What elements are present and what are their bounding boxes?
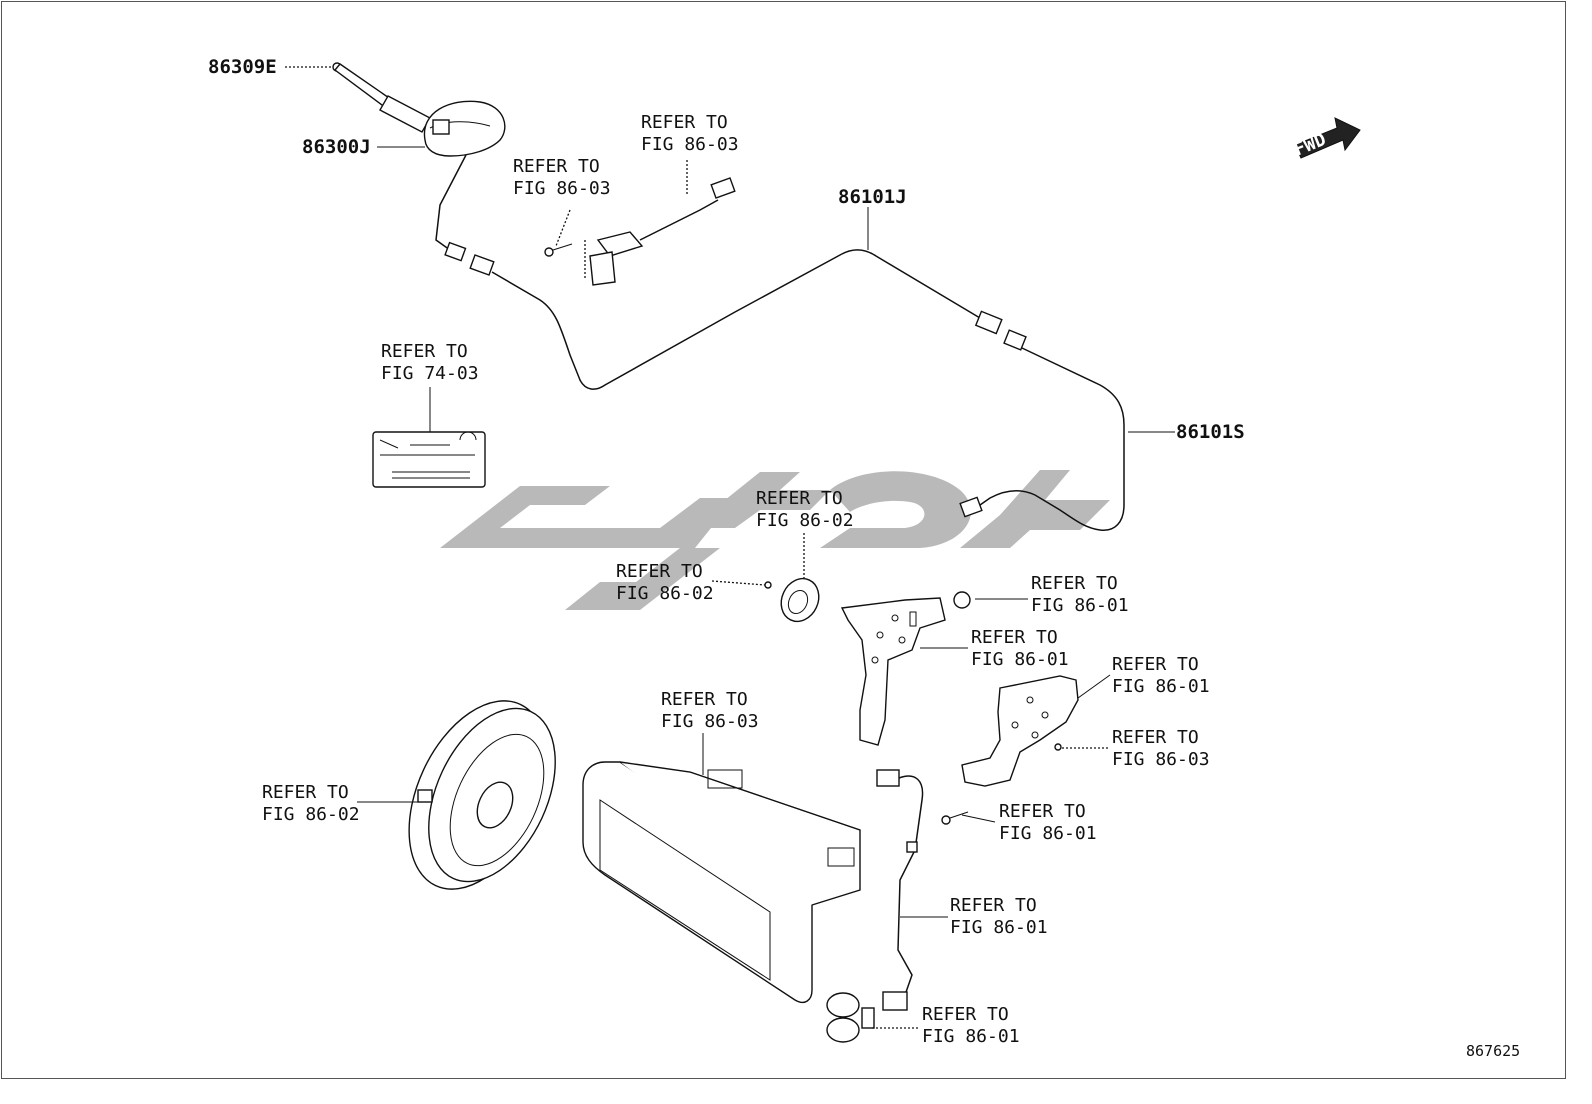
- refer-label-line1: REFER TO: [999, 801, 1086, 822]
- refer-label-line1: REFER TO: [262, 782, 349, 803]
- refer-label-line1: REFER TO: [971, 627, 1058, 648]
- figure-number: 867625: [1466, 1042, 1520, 1060]
- refer-label-line2: FIG 86-03: [641, 134, 739, 155]
- leader-lines: [285, 66, 1175, 1029]
- antenna-connector-pair: [444, 241, 495, 276]
- diagram-border: [1, 1, 1566, 1079]
- refer-label-line2: FIG 86-02: [756, 510, 854, 531]
- refer-label-line1: REFER TO: [641, 112, 728, 133]
- refer-label-line2: FIG 86-03: [513, 178, 611, 199]
- part-number-86300J: 86300J: [302, 136, 371, 158]
- refer-label-line2: FIG 86-01: [1031, 595, 1129, 616]
- refer-label-line2: FIG 86-02: [616, 583, 714, 604]
- refer-label-line2: FIG 86-02: [262, 804, 360, 825]
- part-number-86309E: 86309E: [208, 56, 277, 78]
- label-plate: [372, 431, 486, 488]
- tweeter-speaker: [764, 577, 820, 623]
- refer-label-line1: REFER TO: [381, 341, 468, 362]
- refer-label-line2: FIG 86-01: [999, 823, 1097, 844]
- refer-label-line2: FIG 86-01: [1112, 676, 1210, 697]
- refer-label-line2: FIG 86-03: [661, 711, 759, 732]
- part-number-86101J: 86101J: [838, 186, 907, 208]
- cable-86101J: [491, 249, 981, 390]
- refer-label-line2: FIG 86-01: [971, 649, 1069, 670]
- refer-label-line1: REFER TO: [756, 488, 843, 509]
- display-head-unit: [582, 761, 861, 1004]
- refer-label-line1: REFER TO: [1112, 654, 1199, 675]
- antenna-base-86300J: [423, 100, 506, 157]
- bracket-right: [941, 675, 1079, 825]
- part-number-86101S: 86101S: [1176, 421, 1245, 443]
- refer-label-line1: REFER TO: [513, 156, 600, 177]
- refer-label-line1: REFER TO: [1112, 727, 1199, 748]
- refer-label-line2: FIG 86-01: [922, 1026, 1020, 1047]
- refer-label-line2: FIG 74-03: [381, 363, 479, 384]
- refer-label-line1: REFER TO: [1031, 573, 1118, 594]
- cable-mid-connectors: [974, 310, 1027, 351]
- antenna-rod-86309E: [332, 62, 431, 133]
- refer-label-line1: REFER TO: [616, 561, 703, 582]
- cable-86101S: [979, 347, 1125, 531]
- bracket-left: [840, 591, 971, 746]
- refer-label-line2: FIG 86-03: [1112, 749, 1210, 770]
- cable-end-connector: [959, 496, 983, 518]
- refer-label-line2: FIG 86-01: [950, 917, 1048, 938]
- refer-label-line1: REFER TO: [661, 689, 748, 710]
- connector-module: [544, 177, 736, 286]
- refer-label-line1: REFER TO: [922, 1004, 1009, 1025]
- door-speaker: [408, 700, 556, 890]
- antenna-lead: [435, 154, 467, 251]
- watermark-logo: [440, 470, 1110, 610]
- refer-label-line1: REFER TO: [950, 895, 1037, 916]
- usb-harness: [826, 769, 924, 1043]
